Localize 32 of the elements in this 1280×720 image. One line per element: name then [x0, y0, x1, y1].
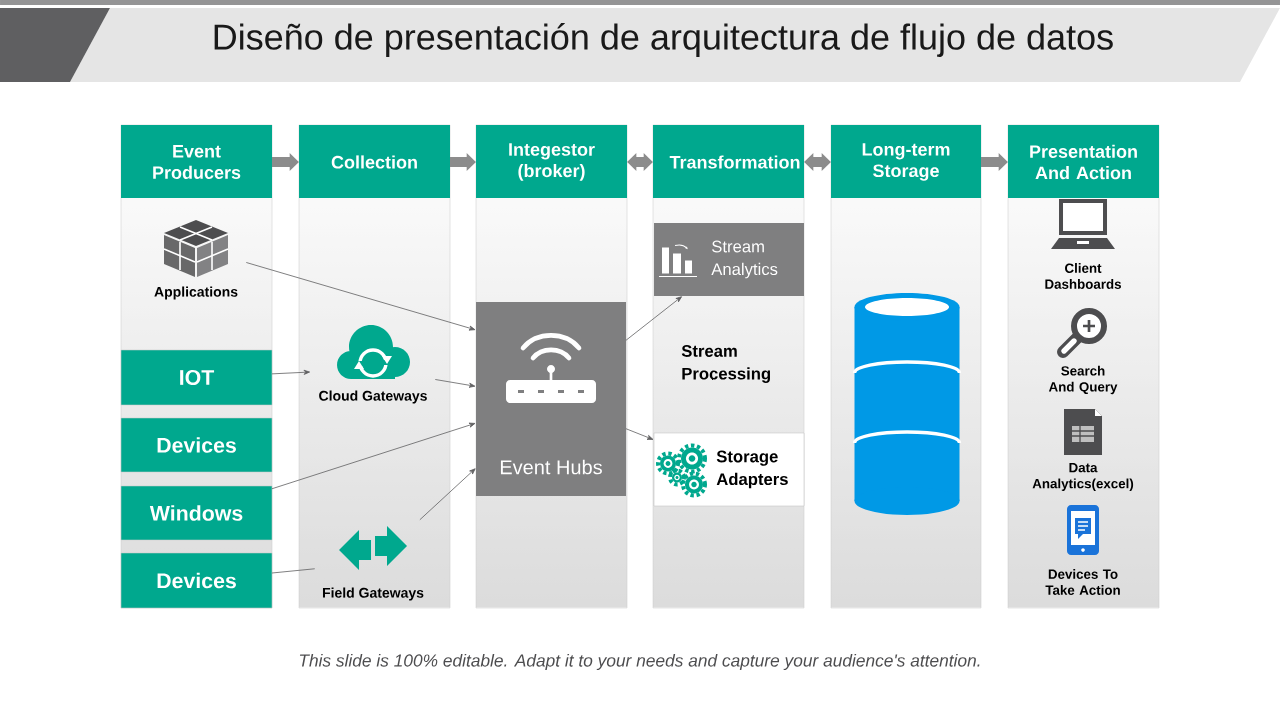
arrow — [434, 379, 476, 388]
column-header: Integestor (broker) — [476, 125, 627, 198]
arrow — [419, 468, 476, 521]
category-box: IOT — [120, 349, 273, 406]
hub-panel: Event Hubs — [476, 302, 626, 496]
arrow — [245, 262, 476, 331]
analytics-panel: Stream Analytics — [654, 223, 804, 296]
column-header: Presentation And Action — [1008, 125, 1159, 198]
caption: This slide is 100% editable. Adapt it to your needs and capture your audience's attention. — [299, 653, 980, 671]
category-box: Windows — [120, 485, 273, 541]
item-label: Devices To Take Action — [1045, 569, 1120, 595]
column-header: Collection — [299, 125, 450, 198]
arrow — [627, 153, 653, 171]
arrow — [271, 422, 476, 490]
arrow — [625, 296, 682, 341]
item-label: Cloud Gateways — [319, 390, 427, 404]
item-label: Search And Query — [1048, 365, 1118, 395]
item-label: Applications — [154, 286, 238, 300]
category-box: Devices — [120, 552, 273, 609]
title: Diseño de presentación de arquitectura de flujo de datos — [214, 23, 1113, 57]
column-header: Event Producers — [121, 125, 272, 198]
column-header: Long-term Storage — [831, 125, 981, 198]
column-header: Transformation — [653, 125, 804, 198]
item-label: Data Analytics(excel) — [1032, 463, 1134, 491]
arrow — [625, 428, 654, 440]
stage-label: Stream Processing — [681, 345, 770, 383]
item-label: Client Dashboards — [1045, 263, 1121, 289]
arrow — [271, 369, 310, 375]
database-cylinder — [853, 293, 961, 515]
item-label: Field Gateways — [323, 587, 424, 601]
arrow — [804, 153, 831, 171]
category-box: Devices — [120, 417, 273, 473]
